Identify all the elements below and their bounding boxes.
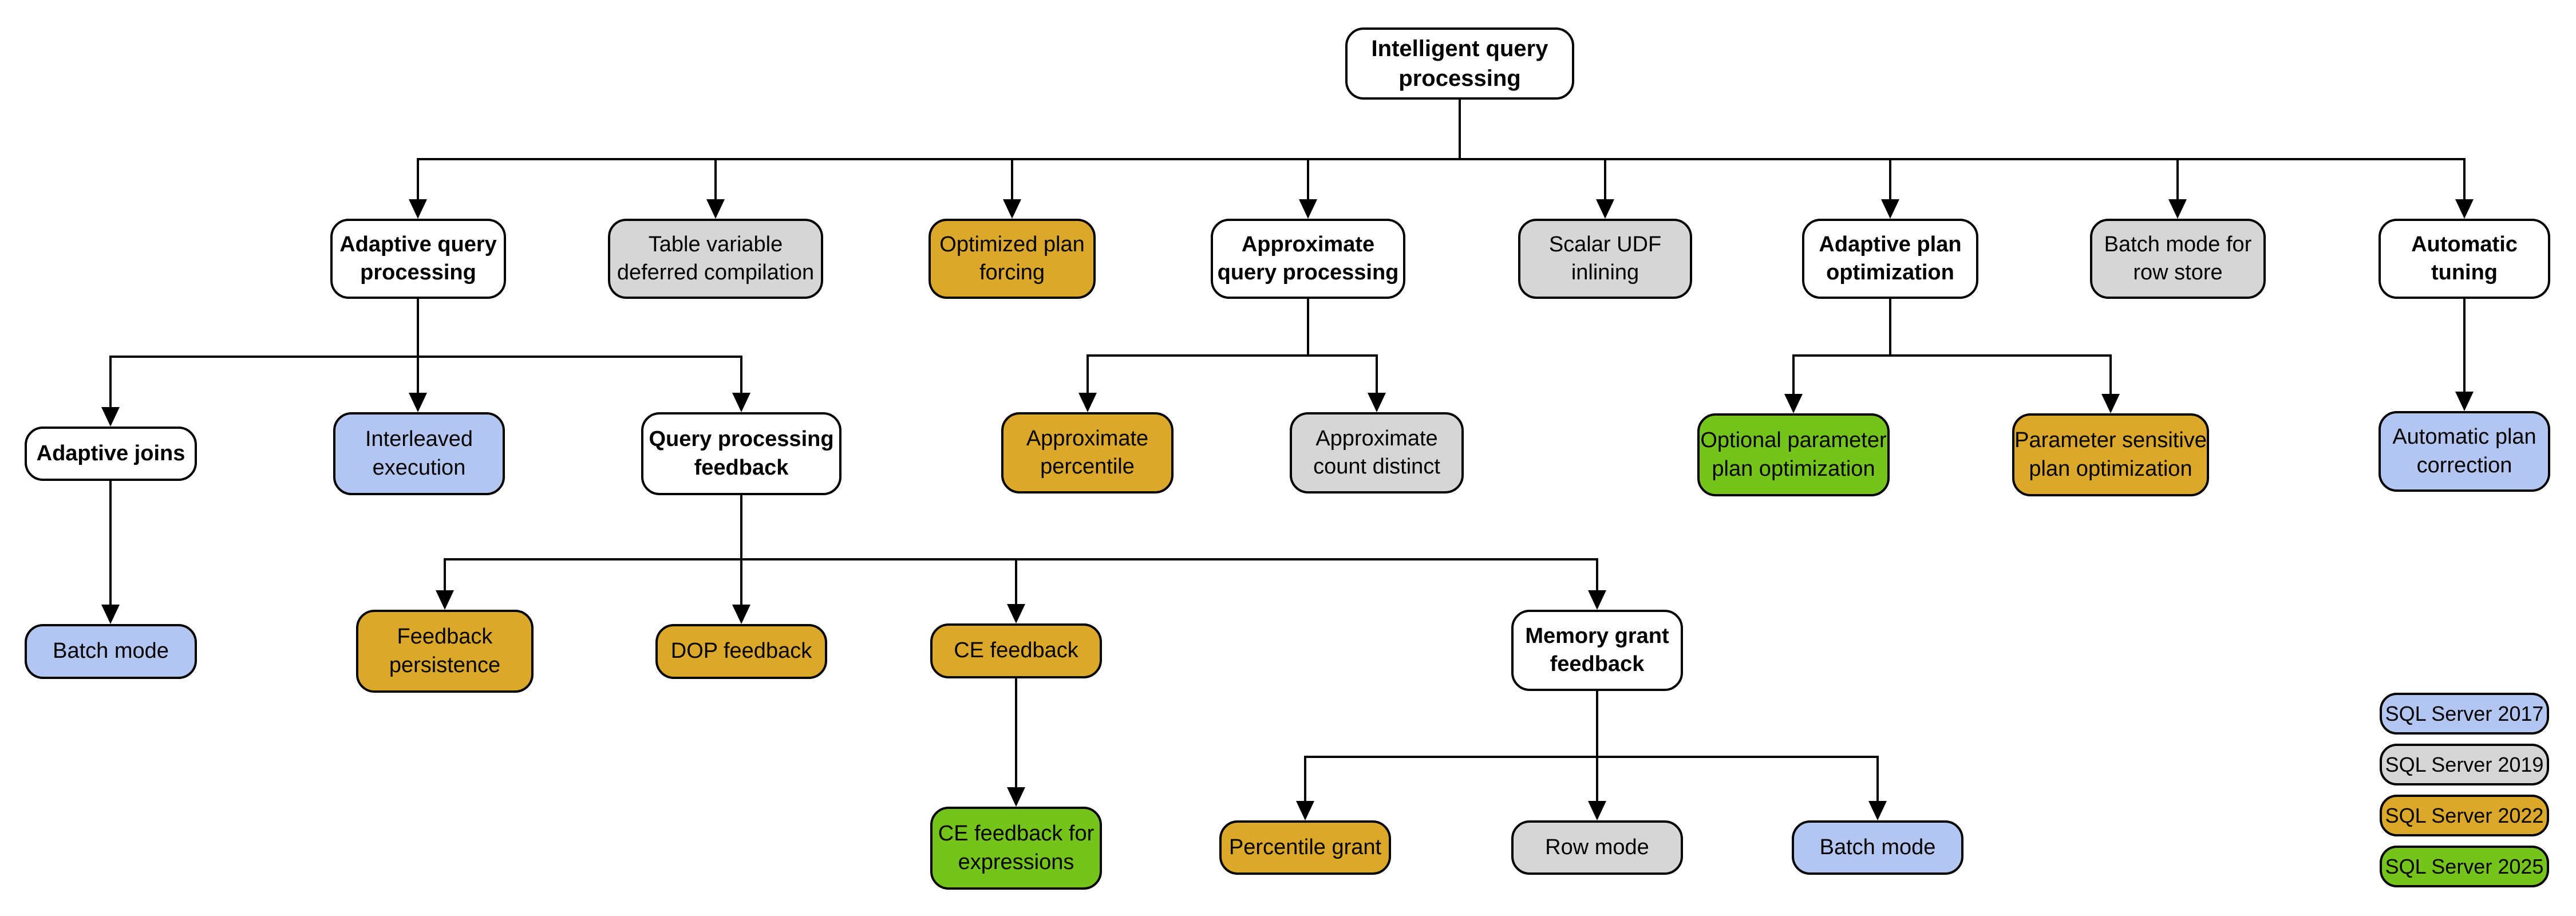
node-approximate-percentile: Approximate percentile	[1001, 412, 1174, 493]
node-memory-grant-feedback: Memory grant feedback	[1511, 610, 1683, 691]
node-parameter-sensitive-plan-optimization: Parameter sensitive plan optimization	[2012, 413, 2209, 496]
node-approximate-query-processing: Approximate query processing	[1211, 219, 1405, 299]
node-adaptive-query-processing: Adaptive query processing	[330, 219, 506, 299]
node-optional-parameter-plan-optimization: Optional parameter plan optimization	[1697, 413, 1890, 496]
node-intelligent-query-processing: Intelligent query processing	[1345, 27, 1574, 100]
node-scalar-udf-inlining: Scalar UDF inlining	[1518, 219, 1692, 299]
legend-item-sql-server-2025: SQL Server 2025	[2380, 846, 2549, 887]
node-batch-mode-adaptive-joins: Batch mode	[25, 624, 197, 679]
node-dop-feedback: DOP feedback	[655, 624, 827, 679]
node-table-variable-deferred-compilation: Table variable deferred compilation	[608, 219, 823, 299]
node-batch-mode-row-store: Batch mode for row store	[2090, 219, 2266, 299]
node-adaptive-joins: Adaptive joins	[25, 427, 197, 481]
node-ce-feedback: CE feedback	[930, 623, 1102, 678]
node-query-processing-feedback: Query processing feedback	[641, 412, 841, 495]
legend-item-sql-server-2019: SQL Server 2019	[2380, 744, 2549, 785]
node-percentile-grant: Percentile grant	[1219, 820, 1391, 875]
node-feedback-persistence: Feedback persistence	[356, 610, 534, 693]
node-batch-mode-memory-grant: Batch mode	[1792, 820, 1963, 875]
legend-item-sql-server-2022: SQL Server 2022	[2380, 795, 2549, 836]
node-interleaved-execution: Interleaved execution	[333, 412, 505, 495]
node-automatic-tuning: Automatic tuning	[2379, 219, 2550, 299]
node-row-mode: Row mode	[1511, 820, 1683, 875]
legend-item-sql-server-2017: SQL Server 2017	[2380, 693, 2549, 735]
node-ce-feedback-for-expressions: CE feedback for expressions	[930, 807, 1102, 890]
node-approximate-count-distinct: Approximate count distinct	[1290, 412, 1464, 493]
node-automatic-plan-correction: Automatic plan correction	[2379, 411, 2550, 492]
node-optimized-plan-forcing: Optimized plan forcing	[929, 219, 1096, 299]
node-adaptive-plan-optimization: Adaptive plan optimization	[1802, 219, 1978, 299]
